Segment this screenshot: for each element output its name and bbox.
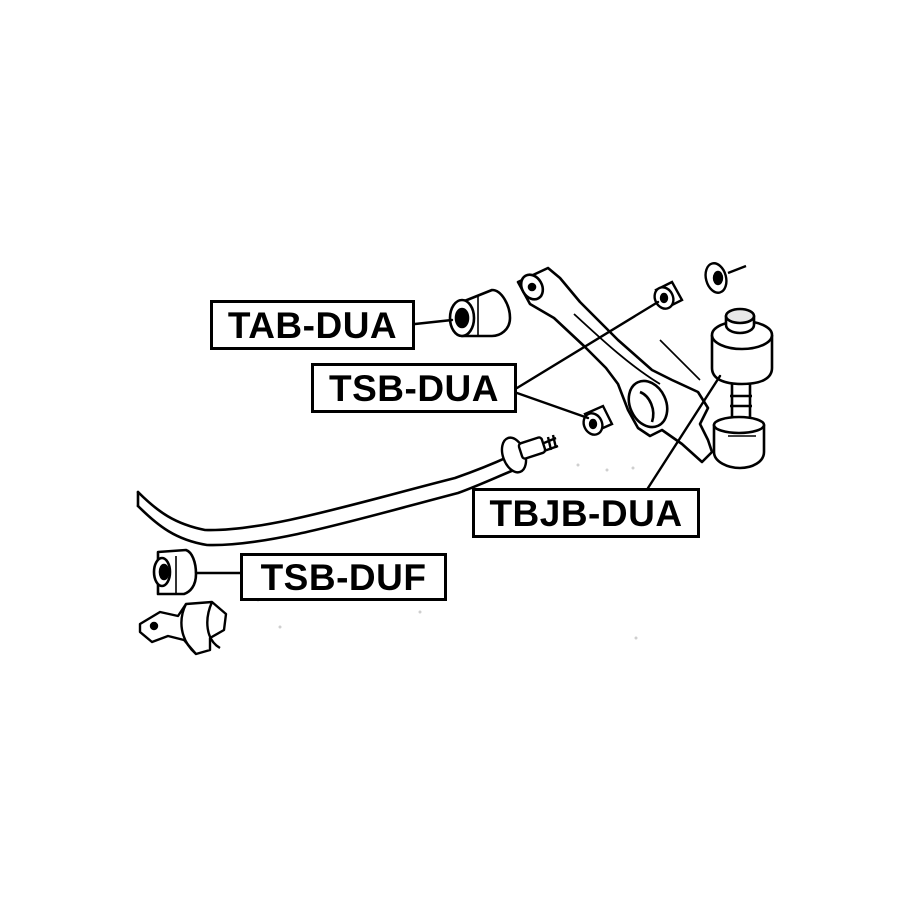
leader-tsb-dua-upper: [515, 300, 660, 390]
top-right-washer: [704, 262, 747, 294]
lower-control-arm: [516, 266, 714, 464]
leader-tab-dua: [413, 318, 454, 326]
part-label-tsb-duf: TSB-DUF: [240, 553, 447, 601]
tsb-dua-bushing-lower: [582, 404, 614, 436]
leader-tsb-dua-lower: [515, 391, 590, 420]
stabilizer-bar: [136, 454, 516, 547]
leader-lines: [194, 300, 722, 575]
stabilizer-link: [500, 434, 559, 474]
part-label-tbjb-dua: TBJB-DUA: [472, 488, 700, 538]
ball-joint: [710, 307, 774, 470]
leader-tbjb-dua: [646, 374, 722, 490]
tab-dua-bushing: [448, 288, 512, 338]
part-label-tsb-dua: TSB-DUA: [311, 363, 517, 413]
tsb-duf-bushing: [152, 548, 198, 596]
stabilizer-bracket: [138, 600, 228, 656]
part-label-tab-dua: TAB-DUA: [210, 300, 415, 350]
tsb-dua-bushing-upper: [653, 280, 684, 310]
